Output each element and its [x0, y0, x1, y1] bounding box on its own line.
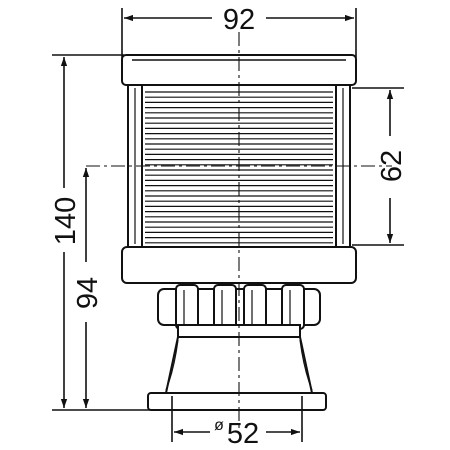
- dimension-base-diameter: [171, 396, 303, 442]
- dimension-lens-height: [352, 87, 404, 246]
- dimension-overall-height: [52, 54, 150, 411]
- dimension-width-top: [121, 8, 357, 58]
- dimension-mount-height-label: 94: [72, 277, 104, 309]
- diameter-symbol: ø: [214, 417, 224, 434]
- dimension-overall-height-label: 140: [50, 197, 82, 245]
- dimension-base-diameter-label: 52: [227, 418, 259, 450]
- dimension-lens-height-label: 62: [376, 150, 408, 182]
- base-flange: [147, 392, 327, 411]
- base-foot: [147, 336, 327, 411]
- dimension-width-top-label: 92: [223, 4, 255, 36]
- center-lines: [86, 32, 392, 430]
